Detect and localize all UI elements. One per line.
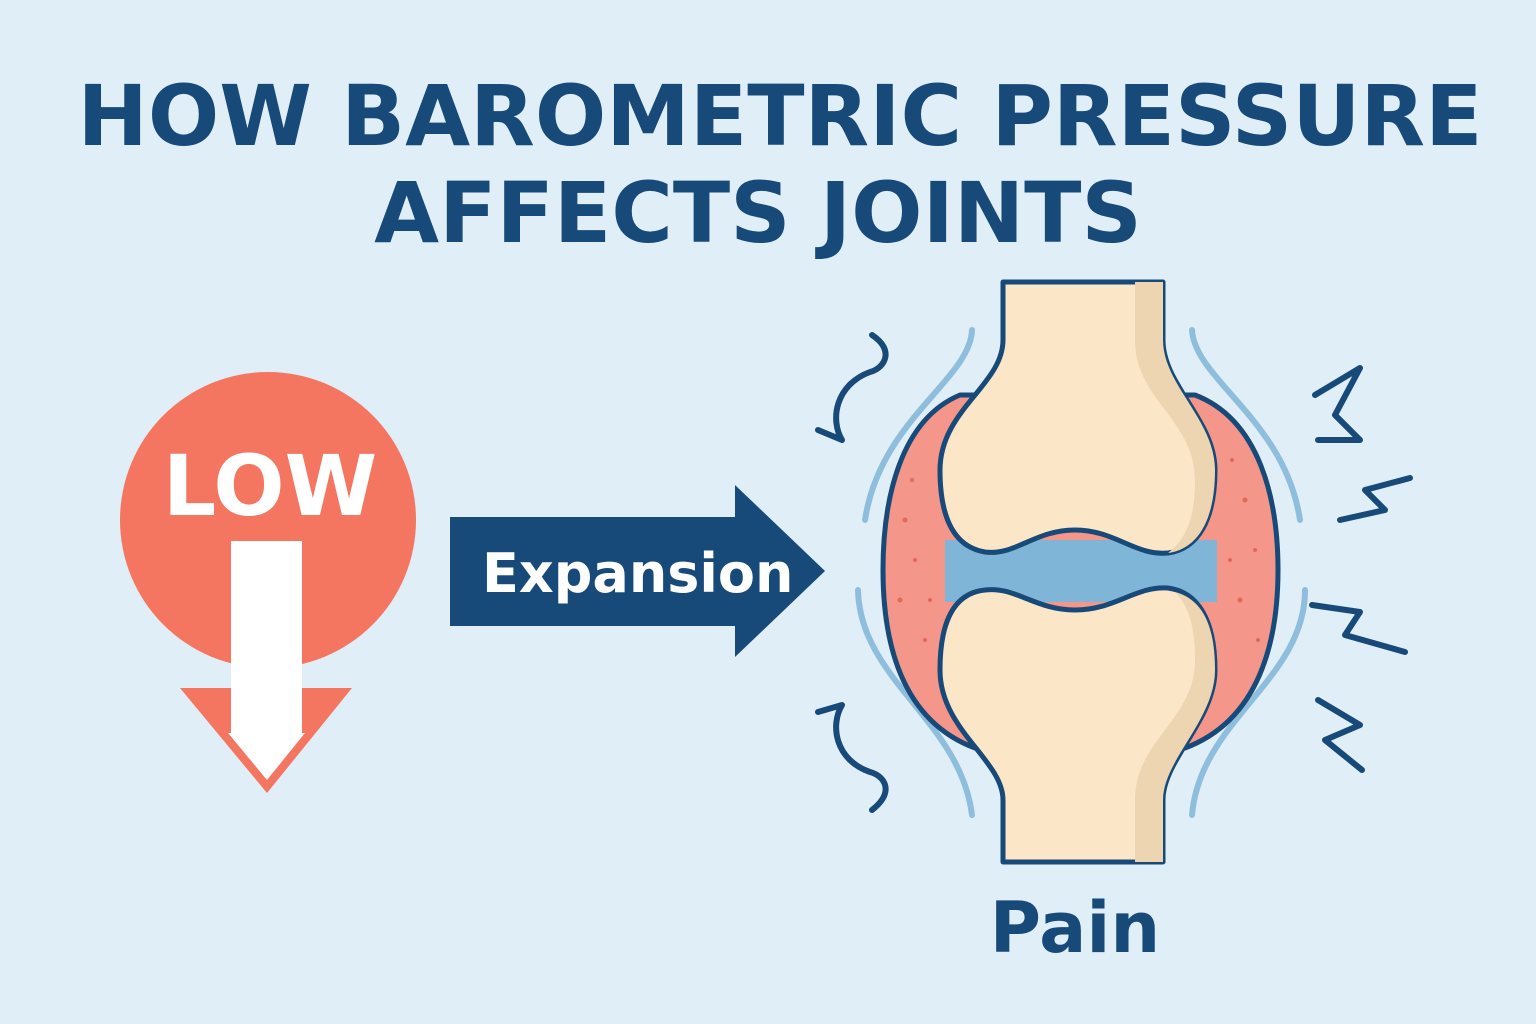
low-pressure-badge: LOW	[120, 372, 416, 793]
upper-bone-shade	[1135, 282, 1215, 553]
synovium-dots	[897, 458, 1260, 642]
pain-zigzags-right	[1309, 365, 1413, 773]
joint-illustration	[815, 279, 1413, 865]
pain-caption: Pain	[990, 887, 1161, 969]
lower-bone-shade	[1135, 592, 1215, 862]
title-line-2: AFFECTS JOINTS	[374, 164, 1142, 262]
pressure-circle	[120, 372, 416, 668]
expansion-label: Expansion	[482, 542, 793, 605]
down-arrow-icon	[228, 541, 305, 780]
low-label: LOW	[163, 437, 378, 535]
title-line-1: HOW BAROMETRIC PRESSURE	[78, 67, 1483, 165]
swelling-lines	[855, 327, 1308, 818]
pain-marks-left	[815, 332, 889, 813]
right-arrow-icon: Expansion	[450, 485, 825, 657]
